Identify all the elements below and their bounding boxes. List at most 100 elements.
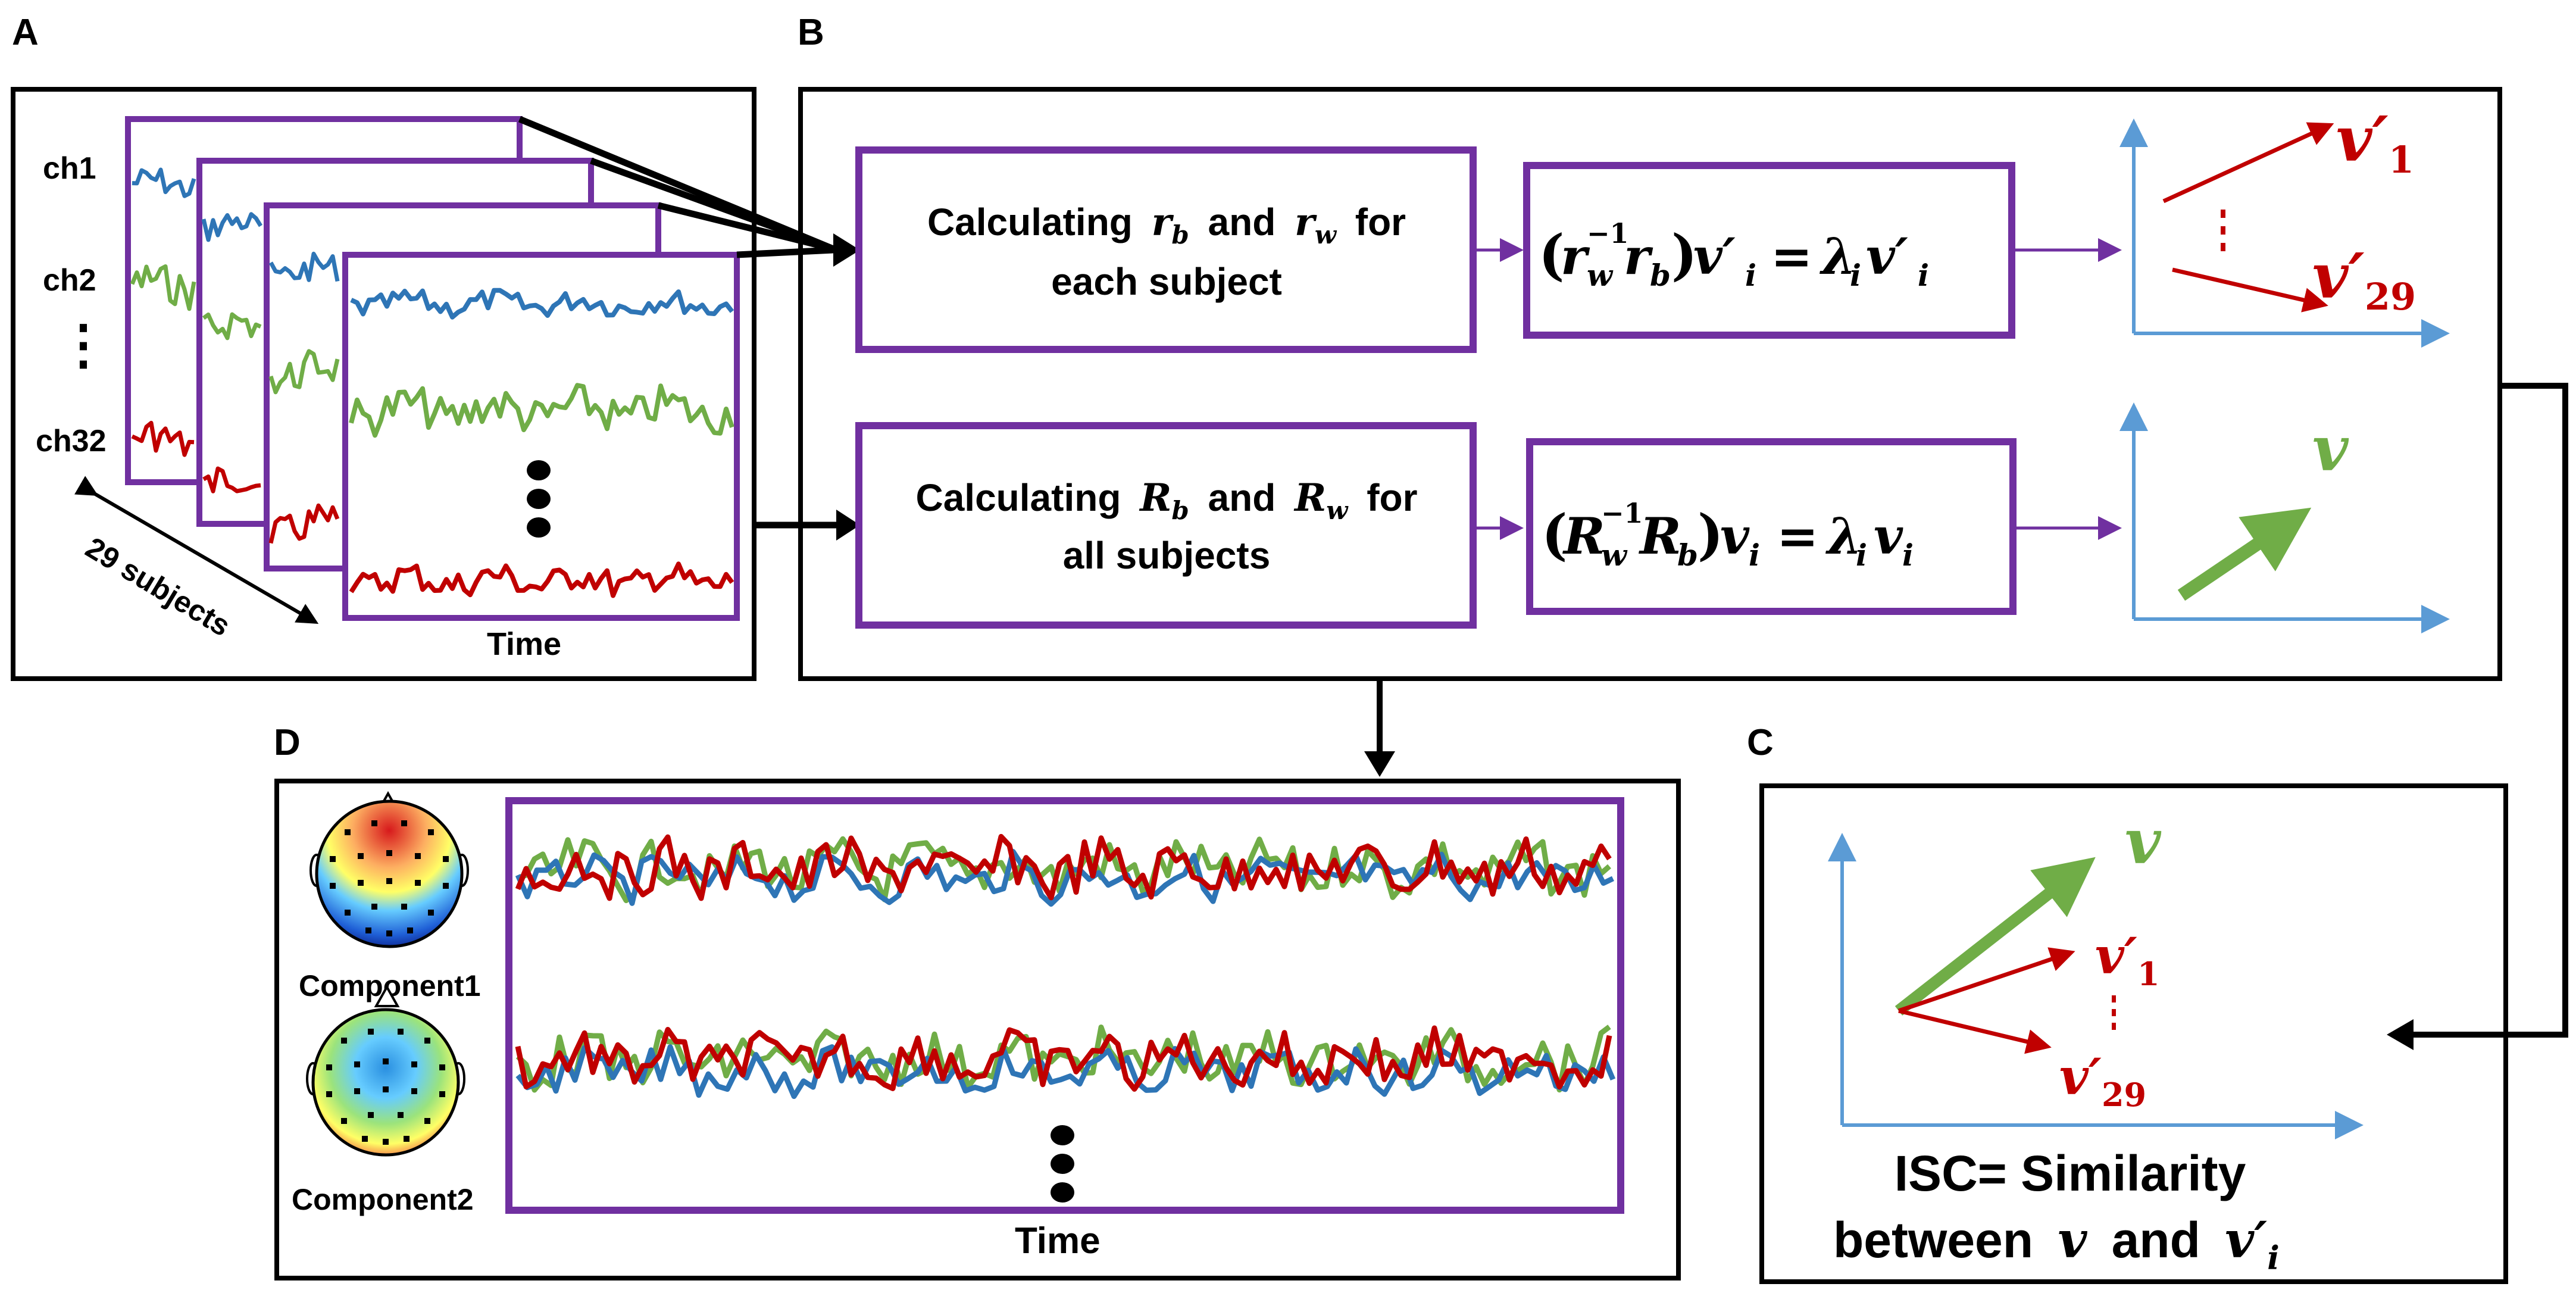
electrode-marker	[354, 1088, 360, 1094]
svg-text:v′: v′	[1693, 227, 1736, 286]
panel-a-time-label: Time	[487, 626, 561, 662]
panel-a-frame	[11, 87, 756, 681]
electrode-marker	[341, 1118, 347, 1124]
plot3-vector-v-label: v	[2125, 805, 2162, 878]
electrode-marker	[439, 1064, 445, 1070]
svg-text:=: =	[1777, 507, 1818, 566]
svg-text:i: i	[1856, 538, 1867, 573]
frame2-trace-green	[202, 312, 262, 341]
frame3-trace-blue	[268, 251, 340, 282]
panel-a-letter: A	[12, 12, 39, 53]
electrode-marker	[371, 904, 377, 910]
electrode-marker	[428, 829, 434, 835]
svg-text:w: w	[1587, 258, 1614, 293]
calc-box-all-subjects-line1: Calculating Rb and Rw for	[915, 476, 1417, 527]
plot1-vector-bottom-label: v′29	[2312, 239, 2416, 318]
connector-b-to-d	[1364, 679, 1395, 777]
component1-trace-blue	[515, 849, 1614, 907]
isc-caption-line2: between v and v′i	[1833, 1210, 2280, 1277]
svg-text:r: r	[1561, 227, 1590, 286]
electrode-marker	[368, 1029, 374, 1035]
electrode-marker	[439, 1091, 445, 1097]
frame4-trace-blue	[350, 288, 734, 320]
svg-text:i: i	[1749, 538, 1760, 573]
frame4-trace-green	[349, 383, 734, 438]
connector-a-to-b-row1	[518, 115, 860, 267]
component2-trace-red	[515, 1025, 1612, 1092]
svg-text:λ: λ	[1825, 507, 1862, 566]
frame4-trace-red	[349, 561, 734, 598]
frame2-trace-blue	[201, 212, 262, 242]
svg-text:w: w	[1601, 538, 1628, 573]
svg-text:b: b	[1677, 538, 1698, 573]
svg-text:): )	[1671, 223, 1697, 287]
head-map-component1	[310, 791, 469, 948]
connector-a-to-b-row2	[755, 510, 860, 541]
plot3-vector-v	[1895, 857, 2096, 1016]
svg-text:=: =	[1771, 227, 1812, 286]
frame4-ellipsis	[527, 460, 551, 538]
subjects-axis-arrow	[74, 476, 319, 624]
head-map-component2	[306, 984, 465, 1157]
electrode-marker	[383, 1086, 389, 1092]
electrode-marker	[326, 1064, 332, 1070]
subjects-label: 29 subjects	[80, 530, 236, 642]
svg-text:b: b	[1650, 258, 1671, 293]
panel-c-letter: C	[1747, 722, 1774, 763]
electrode-marker	[383, 1139, 389, 1145]
svg-text:v: v	[1874, 507, 1903, 566]
plot3-vector-bottom	[1898, 1008, 2052, 1054]
svg-text:R: R	[1639, 507, 1681, 566]
electrode-marker	[411, 1061, 417, 1067]
electrode-marker	[354, 1061, 360, 1067]
calc-box-all-subjects	[855, 422, 1477, 629]
calc-box-each-subject-line1: Calculating rb and rw for	[927, 200, 1406, 252]
panel-d-frame	[274, 779, 1681, 1280]
channel-dots: ⋮	[57, 316, 110, 375]
panel-d-letter: D	[274, 722, 301, 763]
component2-trace-blue	[515, 1044, 1616, 1100]
isc-caption-line1: ISC= Similarity	[1895, 1145, 2246, 1201]
svg-text:i: i	[1745, 258, 1756, 293]
svg-text:i: i	[1918, 258, 1929, 293]
electrode-marker	[362, 1136, 368, 1142]
frame1-trace-blue	[132, 167, 196, 198]
plot1-vector-top	[2162, 122, 2334, 204]
channel-label-ch1: ch1	[43, 151, 96, 186]
frame1-trace-green	[130, 264, 196, 311]
equation-box-all-subjects	[1526, 438, 2017, 615]
electrode-marker	[407, 927, 413, 933]
panel-b-letter: B	[798, 12, 824, 53]
vector-plot-individual: v′1 v′29	[2119, 102, 2450, 348]
electrode-marker	[415, 853, 421, 859]
svg-text:−1: −1	[1587, 217, 1629, 249]
channel-label-ch2: ch2	[43, 263, 96, 298]
plot3-vector-top	[1897, 947, 2075, 1013]
equation-all-subjects: ( R w −1 R b ) v i = λ i v i	[1542, 497, 1914, 573]
plot3-ellipsis	[2112, 995, 2116, 1030]
component1-trace-red	[515, 833, 1612, 901]
electrode-marker	[326, 1091, 332, 1097]
plot1-vector-top-label: v′1	[2336, 102, 2414, 182]
panel-c-frame	[1759, 783, 2508, 1284]
svg-text:r: r	[1624, 227, 1653, 286]
electrode-marker	[330, 856, 336, 862]
connector-b-to-c	[2387, 383, 2568, 1050]
electrode-marker	[345, 910, 351, 916]
electrode-marker	[424, 1118, 430, 1124]
electrode-marker	[398, 1112, 404, 1118]
svg-text:(: (	[1539, 223, 1565, 287]
svg-text:R: R	[1562, 507, 1605, 566]
svg-text:i: i	[1902, 538, 1914, 573]
calc-box-each-subject-line2: each subject	[1051, 260, 1282, 303]
equation-each-subject: ( r w −1 r b ) v′ i = λ i v′ i	[1539, 217, 1929, 293]
subject-frame-4	[342, 252, 740, 621]
electrode-marker	[428, 910, 434, 916]
electrode-marker	[398, 1029, 404, 1035]
plot3-vector-top-label: v′1	[2095, 926, 2160, 993]
plot2-vector-v	[2177, 507, 2312, 601]
electrode-marker	[443, 856, 449, 862]
components-ellipsis	[1051, 1125, 1074, 1203]
svg-text:−1: −1	[1601, 497, 1643, 529]
